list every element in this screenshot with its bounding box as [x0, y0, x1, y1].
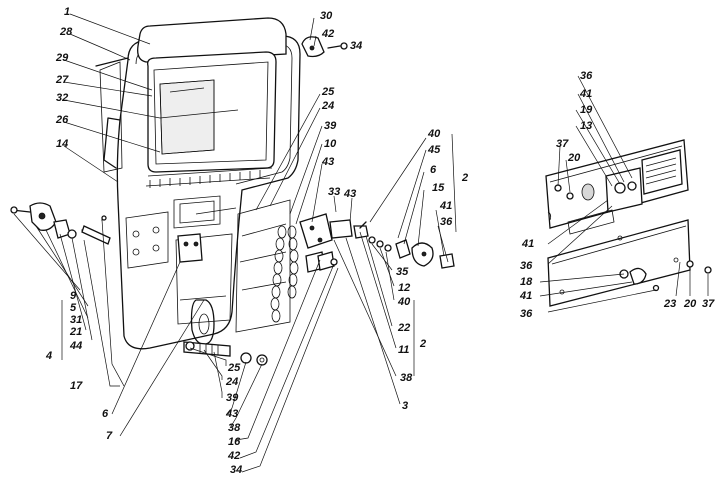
lock-assembly-middle — [317, 219, 455, 271]
callout-c22: 22 — [398, 322, 411, 334]
callout-c4: 4 — [46, 350, 53, 362]
callout-c44: 44 — [70, 340, 83, 352]
callout-c27: 27 — [56, 74, 69, 86]
callout-c14: 14 — [56, 138, 69, 150]
callout-c2b: 2 — [420, 338, 427, 350]
callout-c6b: 6 — [430, 164, 437, 176]
callout-c11: 11 — [398, 344, 410, 356]
callout-c38b: 38 — [400, 372, 413, 384]
callout-c36d: 36 — [520, 308, 533, 320]
callout-c38a: 38 — [228, 422, 241, 434]
callout-c37b: 37 — [702, 298, 715, 310]
callout-c18: 18 — [520, 276, 533, 288]
callout-c21: 21 — [70, 326, 83, 338]
callout-c33: 33 — [328, 186, 341, 198]
callout-c3: 3 — [402, 400, 409, 412]
right-panel-assembly — [545, 139, 689, 235]
callout-c34b: 34 — [230, 464, 243, 476]
callout-c31: 31 — [70, 314, 83, 326]
callout-c15: 15 — [432, 182, 445, 194]
callout-c26: 26 — [56, 114, 69, 126]
callout-c23: 23 — [664, 298, 677, 310]
callout-c36b: 36 — [580, 70, 593, 82]
callout-c43b: 43 — [344, 188, 357, 200]
callout-c24b: 24 — [226, 376, 239, 388]
callout-c36a: 36 — [440, 216, 453, 228]
callout-c6a: 6 — [102, 408, 109, 420]
callout-c36c: 36 — [520, 260, 533, 272]
right-cover-plate — [547, 219, 712, 307]
callout-c39a: 39 — [324, 120, 337, 132]
callout-c16: 16 — [228, 436, 241, 448]
callout-c43c: 43 — [226, 408, 239, 420]
callout-c41a: 41 — [440, 200, 453, 212]
callout-c34a: 34 — [350, 40, 363, 52]
callout-c43a: 43 — [322, 156, 335, 168]
callout-c37a: 37 — [556, 138, 569, 150]
callout-c1: 1 — [64, 6, 71, 18]
bottom-pin-set — [183, 341, 268, 366]
callout-c12: 12 — [398, 282, 411, 294]
callout-c30: 30 — [320, 10, 333, 22]
callout-c7: 7 — [106, 430, 113, 442]
callout-c25a: 25 — [322, 86, 335, 98]
outer-handle-assembly — [10, 202, 111, 245]
door-panel — [95, 17, 333, 350]
callout-c41d: 41 — [520, 290, 533, 302]
callout-c32: 32 — [56, 92, 69, 104]
callout-c42a: 42 — [322, 28, 335, 40]
leader-lines — [13, 13, 709, 473]
callout-c41c: 41 — [522, 238, 535, 250]
callout-c17: 17 — [70, 380, 83, 392]
callout-c35: 35 — [396, 266, 409, 278]
callout-c19: 19 — [580, 104, 593, 116]
callout-c42b: 42 — [228, 450, 241, 462]
callout-c20b: 20 — [684, 298, 697, 310]
callout-c24a: 24 — [322, 100, 335, 112]
callout-c45: 45 — [428, 144, 441, 156]
callout-c40b: 40 — [398, 296, 411, 308]
callout-c28a: 28 — [60, 26, 73, 38]
callout-c9: 9 — [70, 290, 77, 302]
hinge-parts-top — [301, 36, 348, 58]
callout-c29: 29 — [56, 52, 69, 64]
callout-c25b: 25 — [228, 362, 241, 374]
callout-c5: 5 — [70, 302, 77, 314]
callout-c40a: 40 — [428, 128, 441, 140]
callout-c20a: 20 — [568, 152, 581, 164]
callout-c39b: 39 — [226, 392, 239, 404]
callout-c2a: 2 — [462, 172, 469, 184]
callout-c41b: 41 — [580, 88, 593, 100]
callout-c10: 10 — [324, 138, 337, 150]
callout-c13: 13 — [580, 120, 593, 132]
